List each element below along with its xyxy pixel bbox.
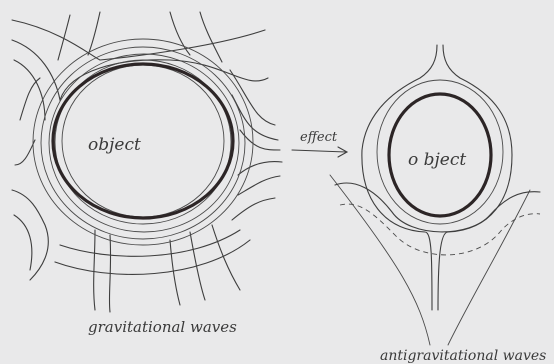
right-caption: antigravitational waves bbox=[380, 348, 546, 364]
effect-label: effect bbox=[300, 130, 338, 145]
right-object-label: o bject bbox=[408, 150, 466, 170]
left-caption: gravitational waves bbox=[88, 318, 237, 336]
left-object-label: object bbox=[88, 135, 141, 155]
